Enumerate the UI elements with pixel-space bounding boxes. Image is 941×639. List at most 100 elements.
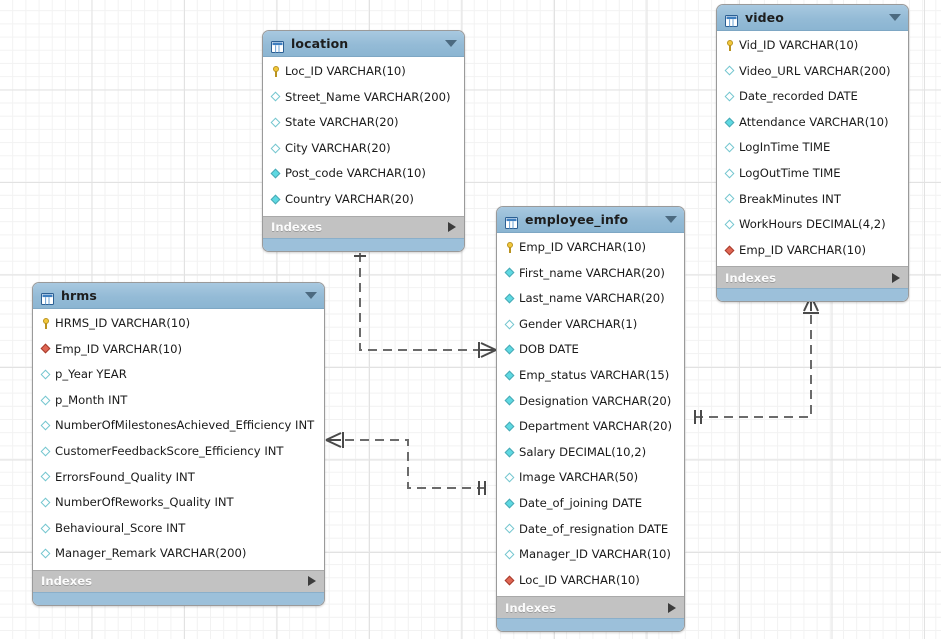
column-name: Designation VARCHAR(20) <box>519 393 672 408</box>
column-name: Manager_Remark VARCHAR(200) <box>55 546 247 561</box>
column-name: Loc_ID VARCHAR(10) <box>285 64 406 78</box>
column-row[interactable]: First_name VARCHAR(20) <box>497 261 684 287</box>
column-name: Date_of_joining DATE <box>519 495 643 510</box>
indexes-section-location[interactable]: Indexes <box>263 215 464 238</box>
not-null-diamond-icon <box>503 420 516 433</box>
column-name: LogInTime TIME <box>739 140 831 155</box>
nullable-diamond-icon <box>723 65 736 78</box>
column-name: Date_recorded DATE <box>739 89 858 104</box>
column-row[interactable]: DOB DATE <box>497 337 684 363</box>
table-icon <box>505 214 518 229</box>
table-icon <box>725 12 738 27</box>
column-row[interactable]: HRMS_ID VARCHAR(10) <box>33 311 324 337</box>
column-name: Country VARCHAR(20) <box>285 191 414 206</box>
column-row[interactable]: Image VARCHAR(50) <box>497 465 684 491</box>
column-row[interactable]: Department VARCHAR(20) <box>497 414 684 440</box>
column-row[interactable]: Attendance VARCHAR(10) <box>717 110 908 136</box>
column-row[interactable]: NumberOfReworks_Quality INT <box>33 490 324 516</box>
column-row[interactable]: State VARCHAR(20) <box>263 110 464 136</box>
column-row[interactable]: City VARCHAR(20) <box>263 136 464 162</box>
column-row[interactable]: Behavioural_Score INT <box>33 516 324 542</box>
column-row[interactable]: Loc_ID VARCHAR(10) <box>263 59 464 85</box>
chevron-down-icon[interactable] <box>665 216 677 223</box>
column-row[interactable]: Emp_ID VARCHAR(10) <box>33 337 324 363</box>
column-row[interactable]: NumberOfMilestonesAchieved_Efficiency IN… <box>33 413 324 439</box>
column-row[interactable]: Country VARCHAR(20) <box>263 187 464 213</box>
not-null-diamond-icon <box>503 497 516 510</box>
column-row[interactable]: CustomerFeedbackScore_Efficiency INT <box>33 439 324 465</box>
table-header-location[interactable]: location <box>263 31 464 57</box>
column-name: Emp_ID VARCHAR(10) <box>519 240 647 254</box>
not-null-diamond-icon <box>503 267 516 280</box>
column-list: Emp_ID VARCHAR(10) First_name VARCHAR(20)… <box>497 233 684 597</box>
chevron-right-icon[interactable] <box>668 602 676 613</box>
nullable-diamond-icon <box>723 142 736 155</box>
indexes-label: Indexes <box>725 270 776 285</box>
column-row[interactable]: Gender VARCHAR(1) <box>497 312 684 338</box>
chevron-right-icon[interactable] <box>308 576 316 587</box>
table-header-employee_info[interactable]: employee_info <box>497 207 684 233</box>
column-name: Salary DECIMAL(10,2) <box>519 444 647 459</box>
column-row[interactable]: Date_of_joining DATE <box>497 491 684 517</box>
column-row[interactable]: Video_URL VARCHAR(200) <box>717 59 908 85</box>
indexes-section-video[interactable]: Indexes <box>717 266 908 289</box>
table-title: location <box>291 36 349 51</box>
column-name: p_Month INT <box>55 392 128 407</box>
column-row[interactable]: LogInTime TIME <box>717 135 908 161</box>
chevron-right-icon[interactable] <box>448 222 456 233</box>
not-null-diamond-icon <box>723 116 736 129</box>
foreign-key-diamond-icon <box>723 244 736 257</box>
column-name: CustomerFeedbackScore_Efficiency INT <box>55 443 284 458</box>
column-row[interactable]: Post_code VARCHAR(10) <box>263 161 464 187</box>
not-null-diamond-icon <box>503 369 516 382</box>
nullable-diamond-icon <box>269 91 282 104</box>
column-row[interactable]: Emp_ID VARCHAR(10) <box>717 238 908 264</box>
column-row[interactable]: Manager_ID VARCHAR(10) <box>497 542 684 568</box>
column-row[interactable]: Vid_ID VARCHAR(10) <box>717 33 908 59</box>
column-row[interactable]: LogOutTime TIME <box>717 161 908 187</box>
nullable-diamond-icon <box>503 548 516 561</box>
indexes-section-hrms[interactable]: Indexes <box>33 569 324 592</box>
column-row[interactable]: Date_of_resignation DATE <box>497 517 684 543</box>
column-row[interactable]: p_Month INT <box>33 388 324 414</box>
column-row[interactable]: Salary DECIMAL(10,2) <box>497 440 684 466</box>
table-bottom-strip <box>717 288 908 302</box>
column-row[interactable]: p_Year YEAR <box>33 362 324 388</box>
not-null-diamond-icon <box>503 446 516 459</box>
column-name: Image VARCHAR(50) <box>519 470 639 485</box>
chevron-right-icon[interactable] <box>892 272 900 283</box>
table-header-hrms[interactable]: hrms <box>33 283 324 309</box>
column-name: WorkHours DECIMAL(4,2) <box>739 217 886 232</box>
nullable-diamond-icon <box>39 548 52 561</box>
foreign-key-diamond-icon <box>39 343 52 356</box>
column-row[interactable]: Last_name VARCHAR(20) <box>497 286 684 312</box>
chevron-down-icon[interactable] <box>305 292 317 299</box>
primary-key-icon <box>723 39 736 52</box>
column-name: Post_code VARCHAR(10) <box>285 166 426 181</box>
column-name: LogOutTime TIME <box>739 165 841 180</box>
column-row[interactable]: Manager_Remark VARCHAR(200) <box>33 541 324 567</box>
column-row[interactable]: WorkHours DECIMAL(4,2) <box>717 212 908 238</box>
column-name: Manager_ID VARCHAR(10) <box>519 547 671 562</box>
nullable-diamond-icon <box>39 420 52 433</box>
column-row[interactable]: Designation VARCHAR(20) <box>497 389 684 415</box>
column-row[interactable]: Date_recorded DATE <box>717 84 908 110</box>
chevron-down-icon[interactable] <box>889 14 901 21</box>
column-name: HRMS_ID VARCHAR(10) <box>55 316 191 330</box>
column-row[interactable]: BreakMinutes INT <box>717 187 908 213</box>
indexes-section-employee_info[interactable]: Indexes <box>497 596 684 619</box>
column-row[interactable]: ErrorsFound_Quality INT <box>33 465 324 491</box>
column-name: Loc_ID VARCHAR(10) <box>519 572 640 587</box>
column-row[interactable]: Emp_status VARCHAR(15) <box>497 363 684 389</box>
table-header-video[interactable]: video <box>717 5 908 31</box>
chevron-down-icon[interactable] <box>445 40 457 47</box>
primary-key-icon <box>39 317 52 330</box>
column-row[interactable]: Emp_ID VARCHAR(10) <box>497 235 684 261</box>
column-name: Attendance VARCHAR(10) <box>739 114 889 129</box>
column-row[interactable]: Loc_ID VARCHAR(10) <box>497 568 684 594</box>
column-row[interactable]: Street_Name VARCHAR(200) <box>263 85 464 111</box>
